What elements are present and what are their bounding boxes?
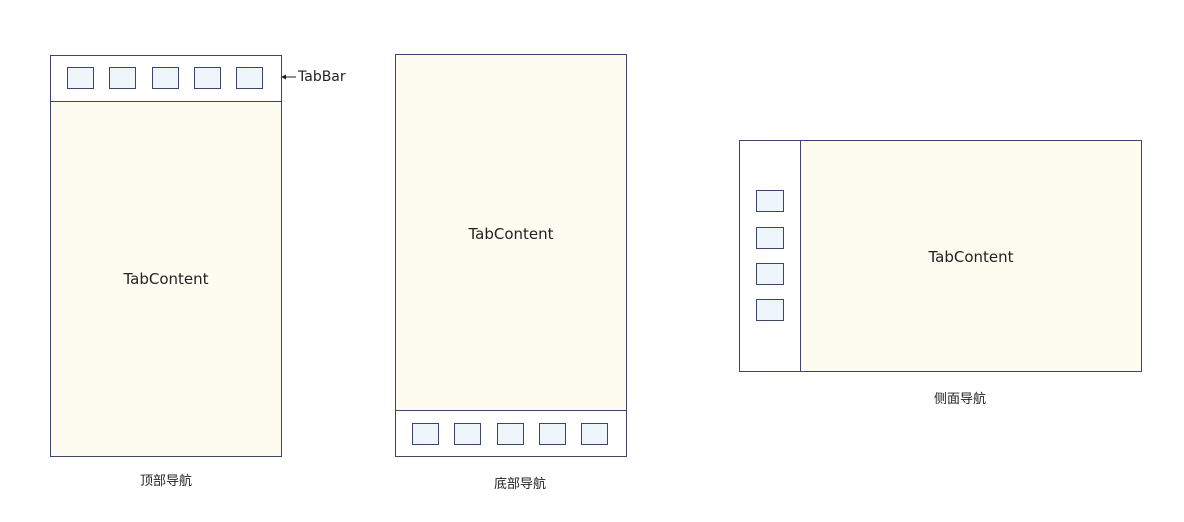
bottom-tab-bar xyxy=(396,410,626,456)
tabbar-pointer-arrow xyxy=(281,74,296,80)
top-tab-bar xyxy=(51,56,281,102)
tab-item xyxy=(756,299,784,321)
tab-item xyxy=(756,190,784,212)
tab-item xyxy=(236,67,263,89)
tab-content-label: TabContent xyxy=(123,270,209,288)
tab-item xyxy=(756,227,784,249)
top-nav-frame: TabContent xyxy=(50,55,282,457)
tab-content-label: TabContent xyxy=(928,248,1014,266)
tab-item xyxy=(412,423,439,445)
side-tab-bar xyxy=(740,141,801,371)
side-nav-frame: TabContent xyxy=(739,140,1142,372)
tab-item xyxy=(109,67,136,89)
bottom-nav-caption: 底部导航 xyxy=(493,477,546,492)
tabbar-annotation: TabBar xyxy=(298,69,346,85)
bottom-nav-frame: TabContent xyxy=(395,54,627,457)
tab-item xyxy=(539,423,566,445)
tab-content-label: TabContent xyxy=(468,225,554,243)
tab-item xyxy=(67,67,94,89)
tab-item xyxy=(194,67,221,89)
top-nav-caption: 顶部导航 xyxy=(139,474,192,489)
tab-item xyxy=(454,423,481,445)
tab-item xyxy=(497,423,524,445)
side-nav-caption: 侧面导航 xyxy=(933,392,986,407)
tab-item xyxy=(152,67,179,89)
tab-item xyxy=(756,263,784,285)
tab-item xyxy=(581,423,608,445)
